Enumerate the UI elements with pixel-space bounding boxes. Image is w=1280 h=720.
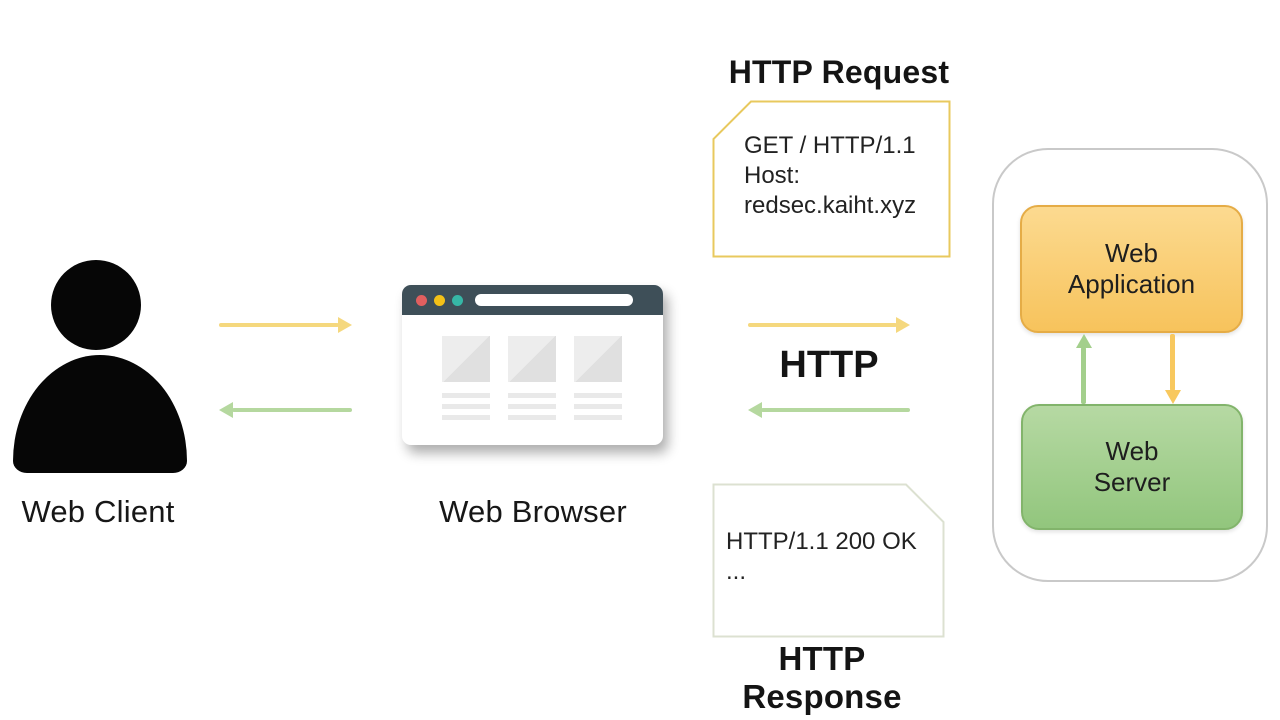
browser-titlebar (402, 285, 663, 315)
request-note-title: HTTP Request (728, 54, 950, 90)
web-browser-label: Web Browser (439, 494, 627, 529)
arrow-server-to-application (1081, 347, 1086, 404)
web-application-box: Web Application (1020, 205, 1243, 333)
placeholder-line (508, 415, 556, 420)
response-line: HTTP/1.1 200 OK (726, 528, 917, 555)
browser-dot-yellow-icon (434, 294, 445, 306)
request-note-body: GET / HTTP/1.1 Host: redsec.kaiht.xyz (744, 131, 916, 221)
placeholder-line (574, 404, 622, 409)
placeholder-line (574, 415, 622, 420)
person-body-icon (13, 355, 187, 473)
placeholder-image-icon (574, 336, 622, 382)
request-line: Host: (744, 162, 801, 189)
response-note-title: HTTP Response (742, 640, 902, 715)
placeholder-line (574, 393, 622, 398)
response-arrow-browser-to-client (232, 408, 352, 412)
browser-content (402, 315, 663, 445)
browser-window-icon (402, 285, 663, 445)
placeholder-image-icon (442, 336, 490, 382)
placeholder-image-icon (508, 336, 556, 382)
placeholder-column (574, 336, 622, 445)
placeholder-column (508, 336, 556, 445)
response-line: ... (726, 558, 747, 585)
person-head-icon (51, 260, 141, 350)
http-protocol-label: HTTP (779, 344, 879, 386)
web-application-label: Web Application (1067, 238, 1196, 299)
web-server-label: Web Server (1093, 436, 1171, 497)
placeholder-line (508, 393, 556, 398)
web-client-label: Web Client (21, 494, 175, 529)
placeholder-column (442, 336, 490, 445)
request-line: GET / HTTP/1.1 (744, 132, 916, 159)
placeholder-line (442, 404, 490, 409)
browser-dot-teal-icon (452, 294, 463, 306)
placeholder-line (442, 393, 490, 398)
request-arrow-browser-to-server (748, 323, 897, 327)
web-server-box: Web Server (1021, 404, 1243, 530)
request-arrow-client-to-browser (219, 323, 339, 327)
placeholder-line (508, 404, 556, 409)
response-note-body: HTTP/1.1 200 OK ... (726, 527, 917, 587)
arrow-application-to-server (1170, 334, 1175, 391)
browser-dot-red-icon (416, 294, 427, 306)
request-line: redsec.kaiht.xyz (744, 192, 917, 219)
response-arrow-server-to-browser (761, 408, 910, 412)
placeholder-line (442, 415, 490, 420)
address-bar (475, 294, 633, 306)
request-note-shape (712, 100, 951, 258)
response-note-shape (712, 483, 945, 638)
